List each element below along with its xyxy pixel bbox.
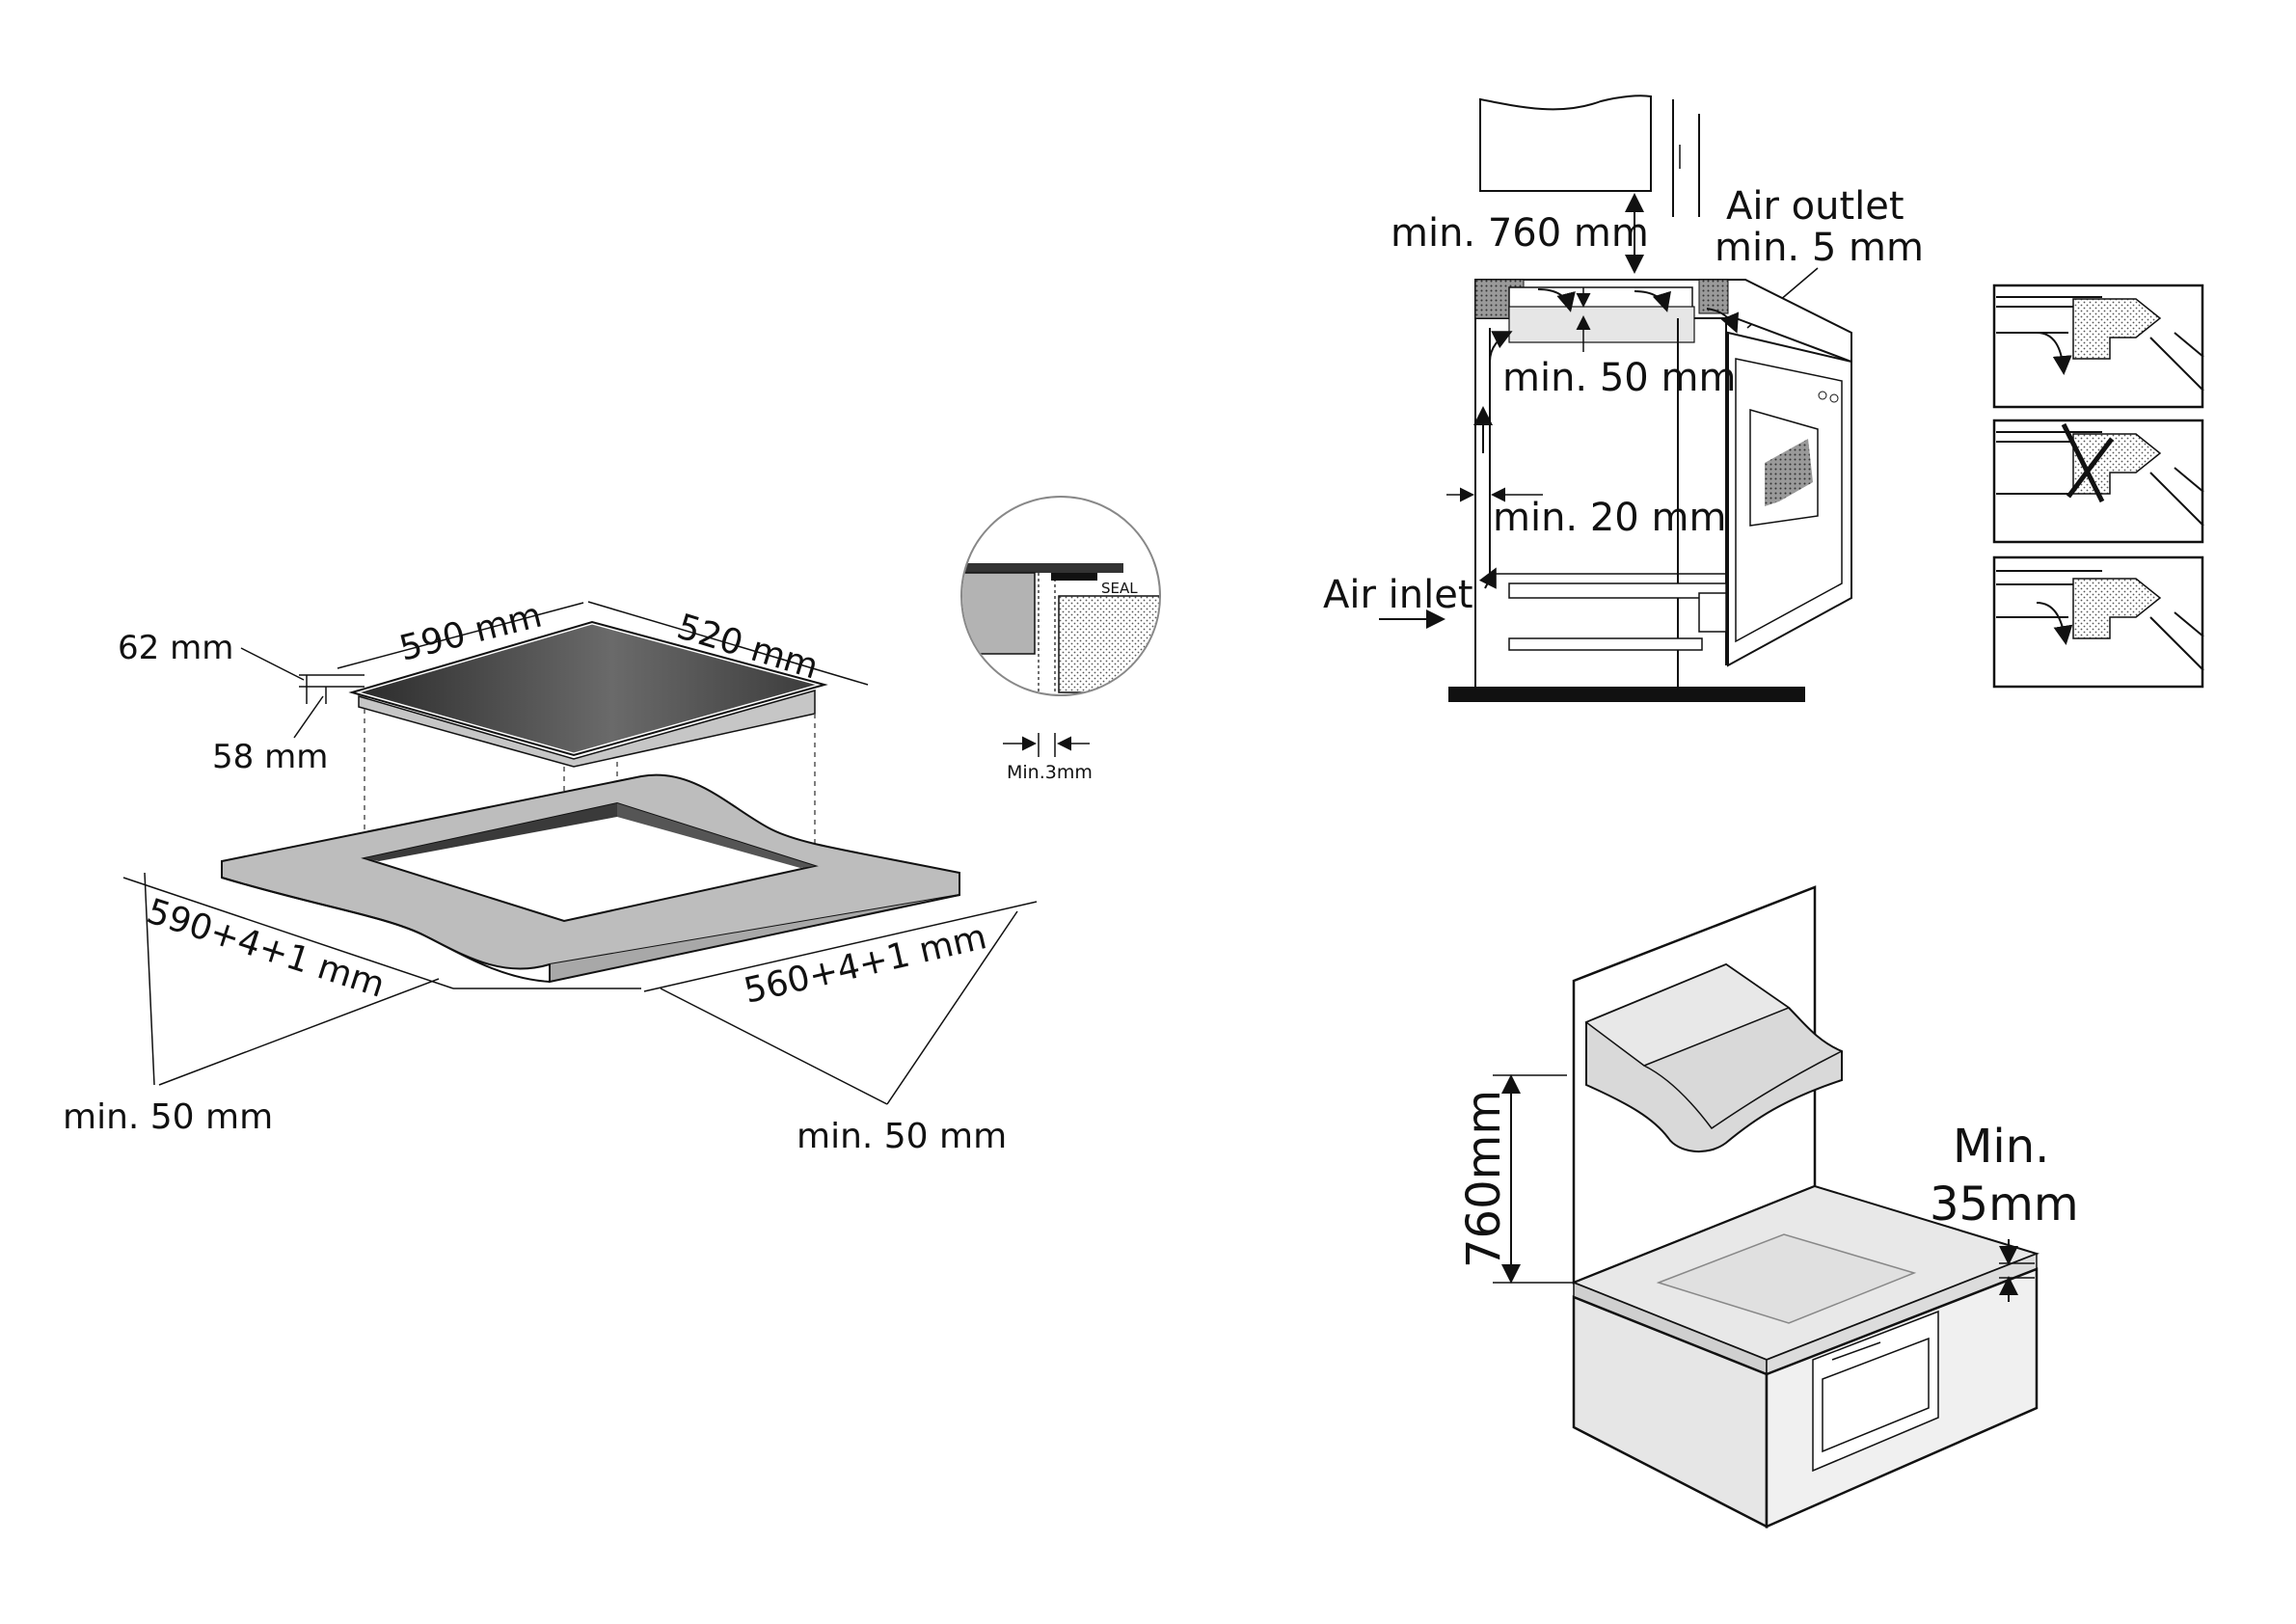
seal-detail: SEAL Min.3mm <box>960 496 1161 783</box>
kitchen-diagram: 760mm Min. 35mm <box>1457 885 2079 1529</box>
hob-height-under-label: 58 mm <box>212 738 328 776</box>
hood-clearance-label: min. 760 mm <box>1391 211 1649 256</box>
seal-variants <box>1992 284 2204 689</box>
air-inlet-label: Air inlet <box>1323 573 1473 617</box>
top-gap-label: min. 50 mm <box>1502 356 1736 400</box>
air-outlet-gap-label: min. 5 mm <box>1715 226 1924 270</box>
seal-gap-label: Min.3mm <box>1007 762 1093 783</box>
worktop-slab <box>221 773 960 984</box>
kitchen-height-label: 760mm <box>1457 1090 1511 1268</box>
air-outlet-label: Air outlet <box>1726 184 1904 229</box>
range-hood <box>1479 95 1652 192</box>
hob-diagram: 590 mm 520 mm 62 mm 58 mm 590+4+1 mm 560… <box>63 596 1038 1156</box>
worktop-label-line1: Min. <box>1953 1120 2049 1174</box>
hob-height-total-label: 62 mm <box>118 629 233 667</box>
clearance-left-label: min. 50 mm <box>63 1097 273 1137</box>
range-hood-3d <box>1584 962 1843 1153</box>
cross-mark-icon <box>2061 422 2105 503</box>
seal-variant-correct-1 <box>1992 284 2204 409</box>
seal-variant-incorrect <box>1992 419 2204 544</box>
ventilation-diagram: min. 760 mm Air outlet min. 5 mm <box>1323 95 1924 702</box>
hob-3d <box>1656 1233 1917 1324</box>
worktop-label-line2: 35mm <box>1930 1177 2079 1232</box>
seal-variant-correct-2 <box>1992 555 2204 689</box>
floor-plinth <box>1448 687 1805 702</box>
clearance-front-label: min. 50 mm <box>797 1117 1007 1156</box>
seal-label: SEAL <box>1101 580 1138 597</box>
wall-gap-label: min. 20 mm <box>1493 496 1726 540</box>
